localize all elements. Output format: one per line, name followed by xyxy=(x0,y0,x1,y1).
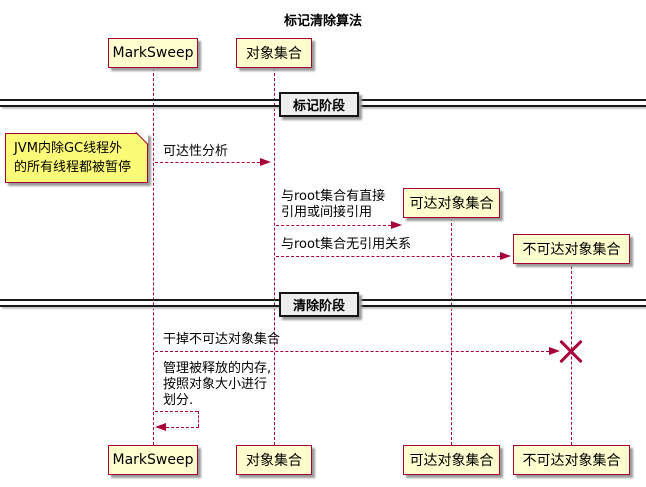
message-label-manage-memory-2: 按照对象大小进行 xyxy=(163,377,268,392)
participant-unreachable-set-bottom: 不可达对象集合 xyxy=(513,445,630,475)
note-line-2: 的所有线程都被暂停 xyxy=(14,160,132,175)
participant-reachable-set-bottom: 可达对象集合 xyxy=(403,445,500,475)
participant-reachable-set-created: 可达对象集合 xyxy=(403,188,500,218)
message-label-kill-unreachable: 干掉不可达对象集合 xyxy=(163,332,281,347)
divider-sweep-phase-label: 清除阶段 xyxy=(292,299,345,314)
self-message-arrow-top xyxy=(155,411,198,412)
message-label-reachability: 可达性分析 xyxy=(163,144,229,159)
divider-mark-phase-label: 标记阶段 xyxy=(292,99,345,114)
divider-mark-phase: 标记阶段 xyxy=(279,92,359,117)
lifeline-unreachable-set xyxy=(571,266,572,445)
message-label-root-no-ref: 与root集合无引用关系 xyxy=(281,237,412,252)
participant-label: 对象集合 xyxy=(246,453,302,469)
destroy-x-icon xyxy=(558,338,584,364)
participant-object-set-bottom: 对象集合 xyxy=(236,445,312,475)
participant-label: 可达对象集合 xyxy=(409,196,494,212)
participant-label: 可达对象集合 xyxy=(409,453,494,469)
message-label-root-direct-1: 与root集合有直接 xyxy=(281,189,386,204)
message-arrow-create-reachable xyxy=(276,225,391,226)
lifeline-reachable-set xyxy=(451,218,452,445)
participant-object-set-top: 对象集合 xyxy=(236,38,312,68)
arrowhead-right-icon xyxy=(391,221,402,229)
note-line-1: JVM内除GC线程外 xyxy=(14,141,123,156)
participant-marksweep-top: MarkSweep xyxy=(108,38,198,68)
participant-label: MarkSweep xyxy=(112,45,194,61)
note-jvm-pause: JVM内除GC线程外 的所有线程都被暂停 xyxy=(5,131,149,183)
message-arrow-kill-unreachable xyxy=(155,351,549,352)
arrowhead-left-icon xyxy=(155,423,166,431)
message-label-manage-memory-3: 划分. xyxy=(163,393,194,408)
self-message-arrow-side xyxy=(198,411,199,427)
arrowhead-right-icon xyxy=(500,252,511,260)
note-fold-icon xyxy=(137,133,148,144)
divider-sweep-phase: 清除阶段 xyxy=(279,292,359,317)
participant-label: 对象集合 xyxy=(246,46,302,62)
self-message-arrow-bottom xyxy=(166,427,199,428)
arrowhead-right-icon xyxy=(549,347,560,355)
message-arrow-reachability xyxy=(155,162,260,163)
participant-unreachable-set-created: 不可达对象集合 xyxy=(513,234,630,264)
diagram-title: 标记清除算法 xyxy=(283,14,362,29)
lifeline-marksweep xyxy=(153,68,154,445)
participant-label: MarkSweep xyxy=(112,452,194,468)
message-label-root-direct-2: 引用或间接引用 xyxy=(281,205,373,220)
participant-label: 不可达对象集合 xyxy=(522,453,621,469)
message-arrow-create-unreachable xyxy=(276,256,500,257)
lifeline-object-set xyxy=(274,68,275,445)
participant-marksweep-bottom: MarkSweep xyxy=(108,445,198,475)
message-label-manage-memory-1: 管理被释放的内存, xyxy=(163,361,272,376)
arrowhead-right-icon xyxy=(260,158,271,166)
participant-label: 不可达对象集合 xyxy=(522,242,621,258)
